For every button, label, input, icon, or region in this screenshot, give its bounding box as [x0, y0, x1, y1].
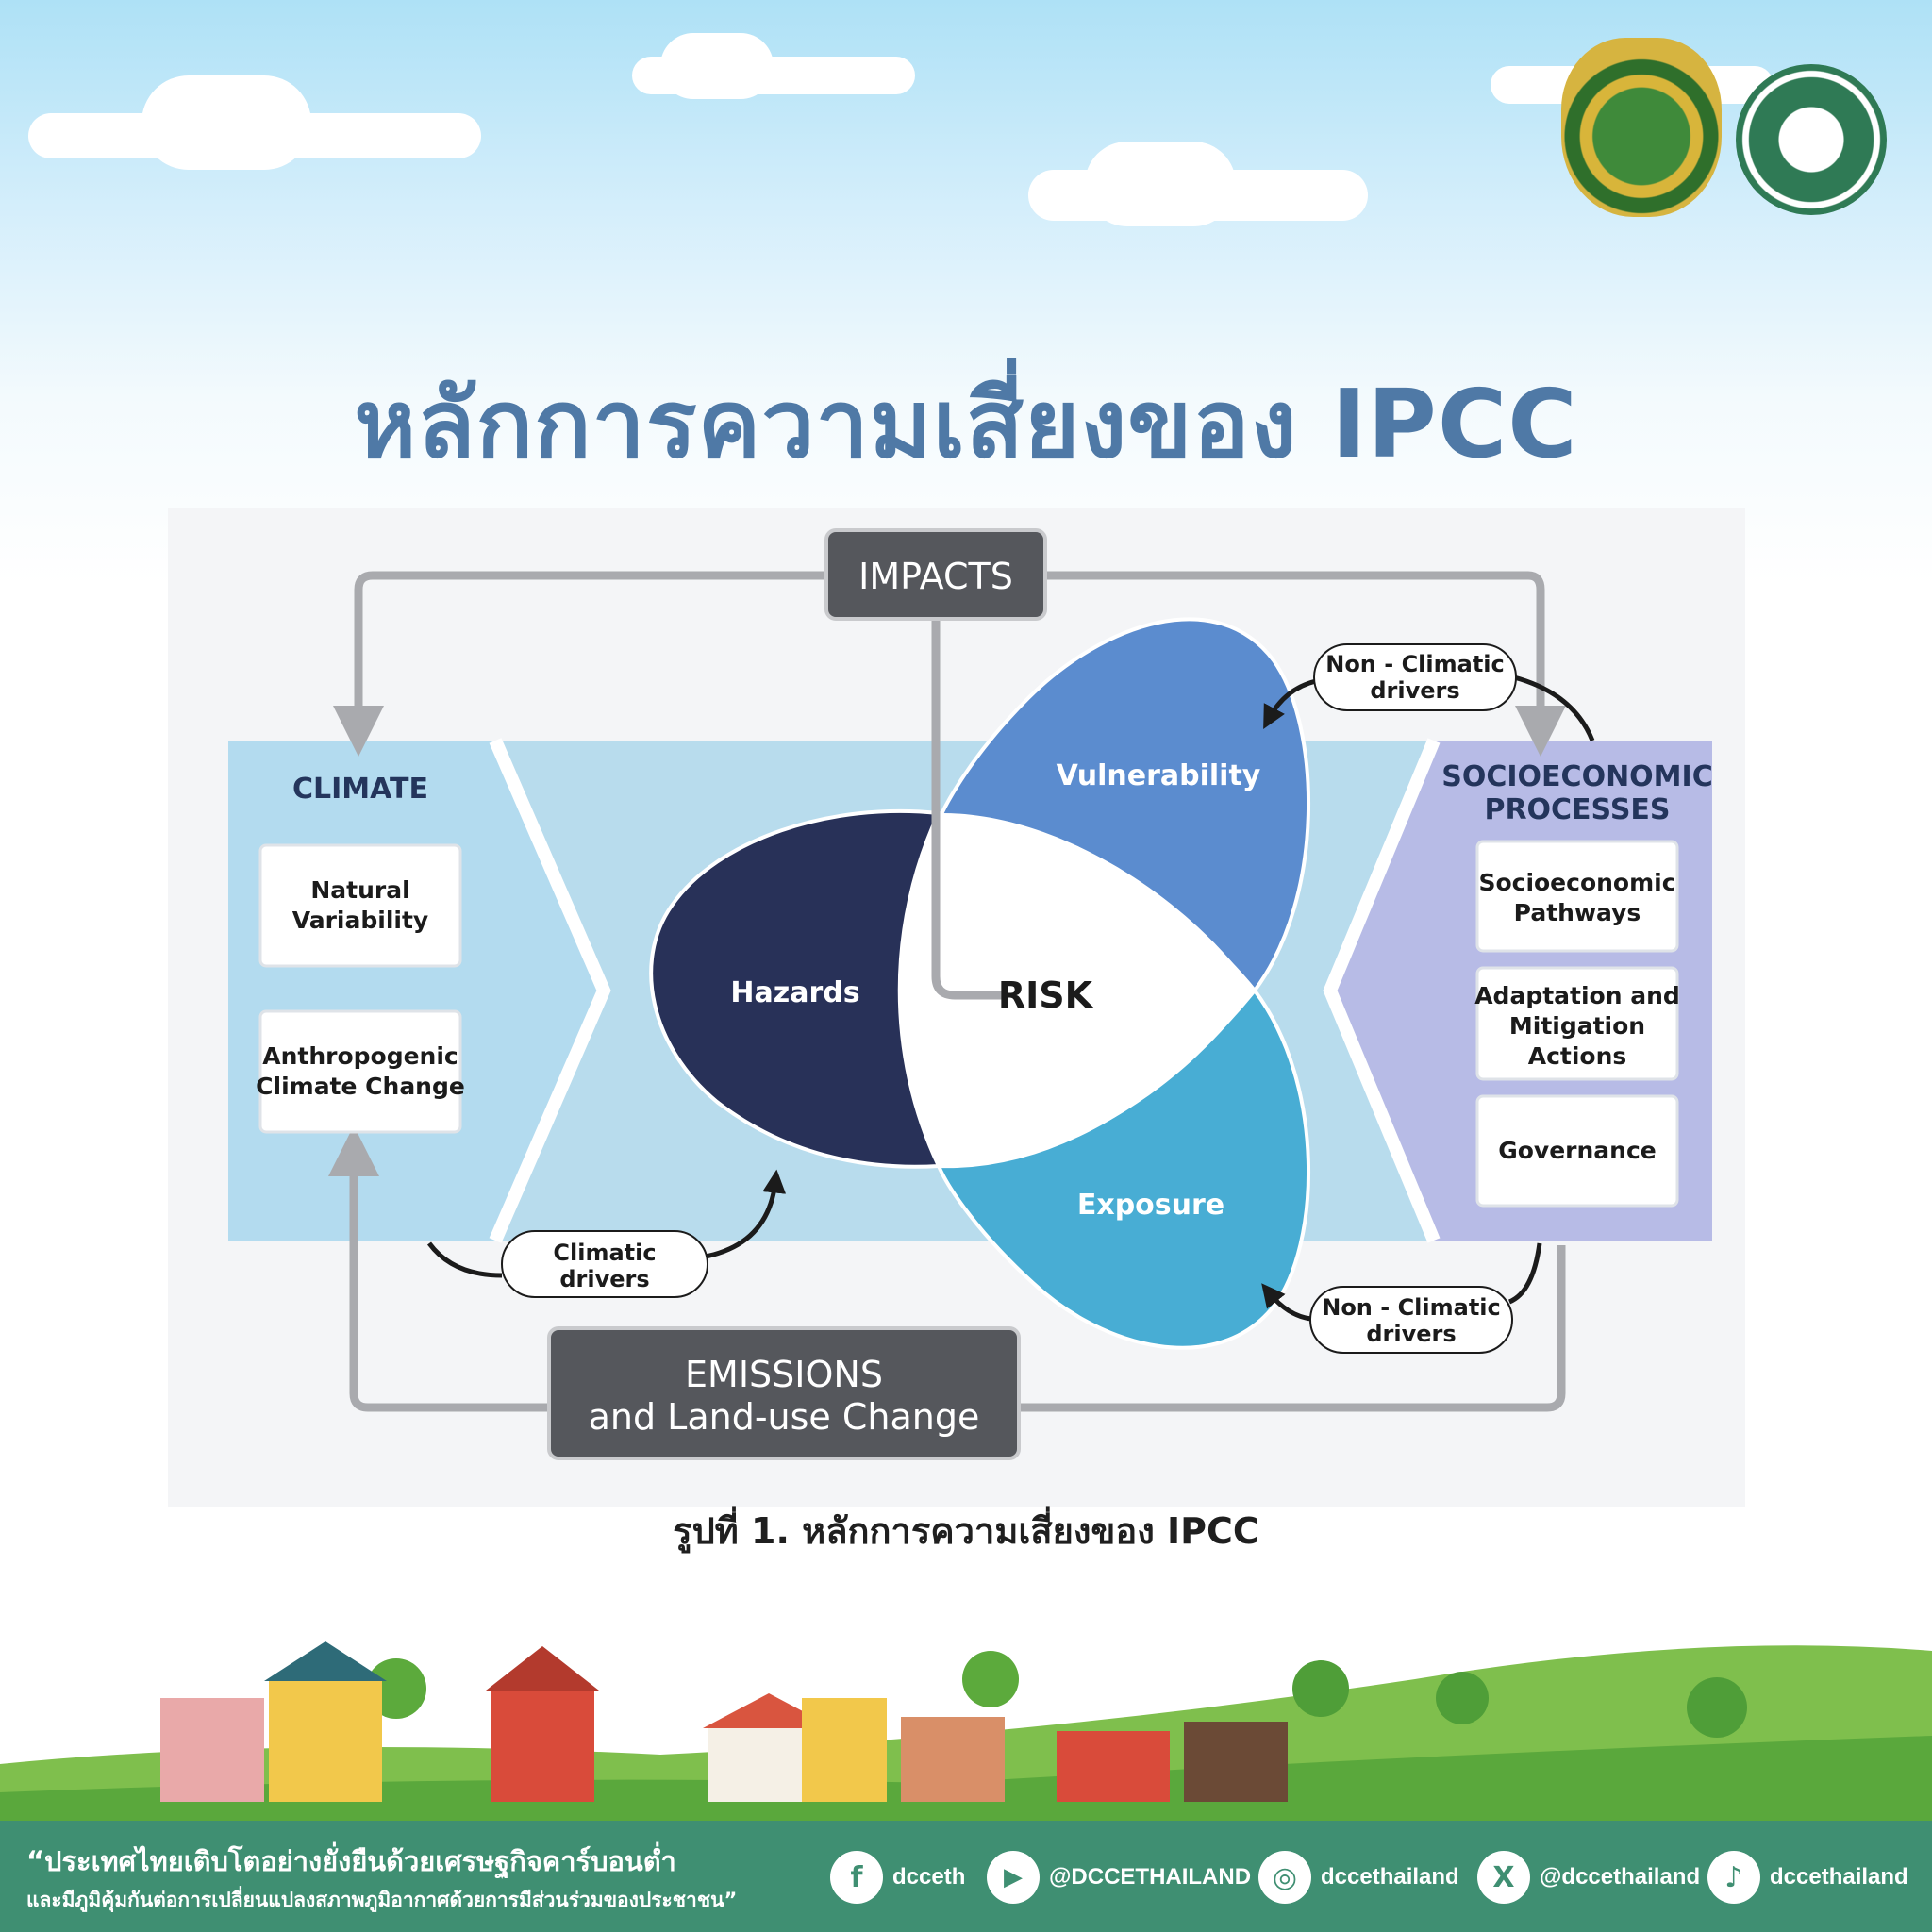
tiktok-icon: ♪ [1707, 1851, 1760, 1904]
non-climatic-top-line2: drivers [1370, 677, 1459, 704]
emissions-label-line2: and Land-use Change [589, 1396, 980, 1438]
climatic-drivers-arrow-right [705, 1169, 787, 1259]
governance-box [1475, 1094, 1679, 1208]
climatic-drivers-arrow-left [426, 1241, 503, 1278]
exposure-label: Exposure [1077, 1189, 1224, 1222]
anthropogenic-line1: Anthropogenic [262, 1042, 458, 1070]
social-tiktok[interactable]: ♪ dccethailand [1707, 1849, 1908, 1906]
dcce-logo [1736, 64, 1887, 215]
social-x[interactable]: X @dccethailand [1477, 1849, 1700, 1906]
adaptation-mitigation-line1: Adaptation and [1474, 982, 1680, 1009]
cloud-decoration [660, 33, 774, 99]
anthropogenic-box [258, 1009, 462, 1134]
climatic-drivers-line2: drivers [559, 1266, 649, 1292]
footer-bar [0, 1821, 1932, 1932]
impacts-to-risk-line [931, 613, 1002, 1000]
social-facebook[interactable]: f dcceth [830, 1849, 965, 1906]
non-climatic-drivers-bottom-pill [1309, 1286, 1513, 1354]
risk-label: RISK [998, 974, 1094, 1016]
socioeconomic-pathways-line2: Pathways [1514, 899, 1641, 926]
non-climatic-bottom-line2: drivers [1366, 1321, 1456, 1347]
page-title: หลักการความเสี่ยงของ IPCC [354, 369, 1578, 479]
slogan-line2: และมีภูมิคุ้มกันต่อการเปลี่ยนแปลงสภาพภูม… [26, 1889, 738, 1911]
climatic-drivers-pill [501, 1230, 708, 1298]
natural-variability-line2: Variability [292, 907, 428, 934]
instagram-handle: dccethailand [1321, 1864, 1459, 1890]
socio-to-emissions-line [1019, 1245, 1566, 1412]
climate-chevron-outline [489, 738, 611, 1243]
instagram-icon: ◎ [1258, 1851, 1311, 1904]
non-climatic-top-line1: Non - Climatic [1325, 651, 1505, 677]
tiktok-handle: dccethailand [1770, 1864, 1908, 1890]
climate-title: CLIMATE [292, 773, 428, 806]
impacts-label: IMPACTS [858, 556, 1013, 597]
figure-caption: รูปที่ 1. หลักการความเสี่ยงของ IPCC [673, 1510, 1259, 1552]
facebook-icon: f [830, 1851, 883, 1904]
facebook-handle: dcceth [892, 1864, 966, 1890]
risk-center [899, 812, 1255, 1167]
youtube-icon: ▶ [987, 1851, 1040, 1904]
governance-label: Governance [1498, 1137, 1657, 1164]
emissions-label-line1: EMISSIONS [685, 1354, 883, 1395]
socio-title-line2: PROCESSES [1484, 793, 1670, 826]
socioeconomic-pathways-line1: Socioeconomic [1478, 869, 1675, 896]
youtube-handle: @DCCETHAILAND [1049, 1864, 1252, 1890]
non-climatic-bottom-arrow-left [1261, 1283, 1312, 1322]
socio-title-line1: SOCIOECONOMIC [1441, 760, 1712, 793]
vulnerability-label: Vulnerability [1057, 759, 1261, 792]
adaptation-mitigation-line3: Actions [1528, 1042, 1627, 1070]
social-youtube[interactable]: ▶ @DCCETHAILAND [987, 1849, 1251, 1906]
socioeconomic-pathways-box [1475, 840, 1679, 953]
x-icon: X [1477, 1851, 1530, 1904]
non-climatic-bottom-arrow-right [1507, 1242, 1542, 1305]
village-landscape-illustration [0, 1641, 1932, 1825]
adaptation-mitigation-box [1475, 966, 1679, 1081]
emissions-to-climate-line [328, 1125, 552, 1412]
emissions-box [547, 1326, 1021, 1460]
impacts-to-climate-line [333, 571, 830, 757]
climatic-drivers-line1: Climatic [553, 1240, 656, 1266]
social-instagram[interactable]: ◎ dccethailand [1258, 1849, 1459, 1906]
non-climatic-top-arrow-left [1263, 678, 1317, 730]
adaptation-mitigation-line2: Mitigation [1509, 1012, 1645, 1040]
socio-chevron-outline [1323, 738, 1441, 1243]
ministry-emblem-logo [1561, 38, 1722, 217]
x-handle: @dccethailand [1540, 1864, 1701, 1890]
non-climatic-top-arrow-right [1513, 675, 1595, 741]
impacts-to-socio-line [1042, 571, 1566, 757]
slogan-line1: “ประเทศไทยเติบโตอย่างยั่งยืนด้วยเศรษฐกิจ… [26, 1845, 676, 1877]
cloud-decoration [1085, 142, 1236, 226]
natural-variability-box [258, 843, 462, 968]
non-climatic-bottom-line1: Non - Climatic [1322, 1294, 1501, 1321]
hazards-label: Hazards [730, 976, 859, 1009]
non-climatic-drivers-top-pill [1313, 643, 1517, 711]
impacts-box [824, 528, 1047, 621]
natural-variability-line1: Natural [310, 876, 409, 904]
cloud-decoration [142, 75, 311, 170]
anthropogenic-line2: Climate Change [256, 1073, 465, 1100]
